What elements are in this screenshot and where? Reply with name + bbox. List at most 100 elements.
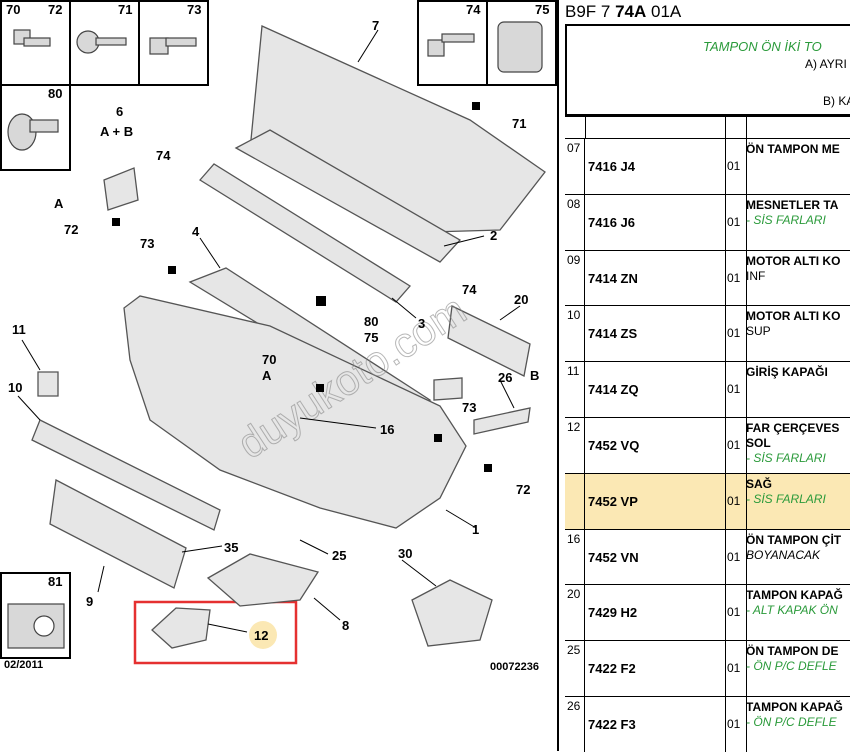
row-index: 20 xyxy=(565,585,585,641)
row-ref-cell: 7414 ZQ xyxy=(585,362,726,417)
part-note: - ÖN P/C DEFLE xyxy=(746,659,837,674)
row-qty-cell: 01 xyxy=(725,250,747,306)
label-part-74b: 74 xyxy=(462,282,477,297)
row-ref-cell: 7422 F3 xyxy=(585,697,726,752)
part-quantity: 01 xyxy=(727,438,741,452)
part-reference: 7452 VP xyxy=(588,493,638,509)
part-9-lower-grille xyxy=(49,478,187,589)
row-qty-cell: 01 xyxy=(725,418,747,473)
part-quantity: 01 xyxy=(727,159,741,173)
part-note: - SİS FARLARI xyxy=(746,491,826,506)
label-part-9: 9 xyxy=(86,594,93,609)
row-description: GİRİŞ KAPAĞI xyxy=(746,365,850,380)
row-ref-cell: 7414 ZS xyxy=(585,306,726,362)
row-index: 25 xyxy=(565,641,585,696)
label-part-6: 6 xyxy=(116,104,123,119)
label-part-71: 71 xyxy=(512,116,526,131)
row-description: TAMPON KAPAĞ- ÖN P/C DEFLE xyxy=(746,700,850,730)
part-note: SUP xyxy=(746,324,771,339)
label-75: 75 xyxy=(535,2,549,17)
catalog-code: B9F 7 74A 01A xyxy=(565,2,681,22)
part-note: - ALT KAPAK ÖN xyxy=(746,603,838,618)
label-part-73a: 73 xyxy=(140,236,154,251)
row-description: MESNETLER TA- SİS FARLARI xyxy=(746,198,850,228)
label-81: 81 xyxy=(48,574,62,589)
row-index: 09 xyxy=(565,250,585,306)
row-index: 12 xyxy=(565,418,585,473)
part-note: - SİS FARLARI xyxy=(746,451,826,465)
part-20-grille xyxy=(447,305,531,377)
label-part-A: A xyxy=(54,196,64,211)
highlight-callout-box xyxy=(133,600,298,665)
label-part-80: 80 xyxy=(364,314,378,329)
row-index: 11 xyxy=(565,362,585,417)
label-part-6-ab: A + B xyxy=(100,124,133,139)
label-part-73b: 73 xyxy=(462,400,476,415)
rivet-80-icon xyxy=(7,113,59,151)
part-reference: 7414 ZS xyxy=(588,326,638,342)
catalog-code-prefix: B9F 7 xyxy=(565,2,616,21)
part-name: MOTOR ALTI KO xyxy=(746,309,841,324)
row-ref-cell: 7414 ZN xyxy=(585,250,726,306)
row-description: ÖN TAMPON ME xyxy=(746,142,850,157)
part-8-fog-frame xyxy=(206,553,320,607)
part-note: - SİS FARLARI xyxy=(746,212,826,227)
row-qty-cell: 01 xyxy=(725,139,747,194)
row-ref-cell: 7416 J4 xyxy=(585,139,726,194)
label-part-72b: 72 xyxy=(516,482,530,497)
label-73: 73 xyxy=(187,2,201,17)
part-name: SAĞ xyxy=(746,476,773,491)
option-a: A) AYRI xyxy=(805,57,847,71)
row-qty-cell: 01 xyxy=(725,529,747,585)
row-description: TAMPON KAPAĞ- ALT KAPAK ÖN xyxy=(746,588,850,618)
row-qty-cell: 01 xyxy=(725,194,747,250)
row-ref-cell: 7429 H2 xyxy=(585,585,726,641)
diagram-code: 00072236 xyxy=(490,661,539,673)
row-ref-cell: 7416 J6 xyxy=(585,194,726,250)
part-reference: 7452 VN xyxy=(588,549,639,565)
label-part-70: 70 xyxy=(262,352,276,367)
label-part-26: 26 xyxy=(498,370,512,385)
part-name: FAR ÇERÇEVES xyxy=(746,421,840,435)
label-72: 72 xyxy=(48,2,62,17)
inset-box-80 xyxy=(0,84,71,171)
label-part-4: 4 xyxy=(192,224,200,239)
bracket-81-icon xyxy=(7,603,65,649)
part-name: ÖN TAMPON ÇİT xyxy=(746,532,842,547)
part-3-absorber xyxy=(199,163,411,303)
part-10-grille xyxy=(31,419,221,531)
row-index: 08 xyxy=(565,194,585,250)
catalog-code-suffix: 01A xyxy=(646,2,682,21)
label-70: 70 xyxy=(6,2,20,17)
part-12-fog-frame xyxy=(151,607,211,649)
part-name: TAMPON KAPAĞ xyxy=(746,588,843,603)
row-ref-cell: 7452 VP xyxy=(585,473,726,529)
part-name: MESNETLER TA xyxy=(746,197,839,212)
label-part-81: A xyxy=(262,368,272,383)
label-part-75: 75 xyxy=(364,330,378,345)
clip-75-icon xyxy=(497,21,543,73)
inset-box-75 xyxy=(486,0,557,86)
row-description: ÖN TAMPON DE- ÖN P/C DEFLE xyxy=(746,644,850,674)
row-index: 07 xyxy=(565,139,585,194)
screw-70-icon xyxy=(13,29,51,47)
label-71: 71 xyxy=(118,2,132,17)
part-note: BOYANACAK xyxy=(746,547,821,562)
row-qty-cell: 01 xyxy=(725,306,747,362)
label-part-72a: 72 xyxy=(64,222,78,237)
part-note: SOL xyxy=(746,436,771,450)
table-header xyxy=(565,116,850,139)
